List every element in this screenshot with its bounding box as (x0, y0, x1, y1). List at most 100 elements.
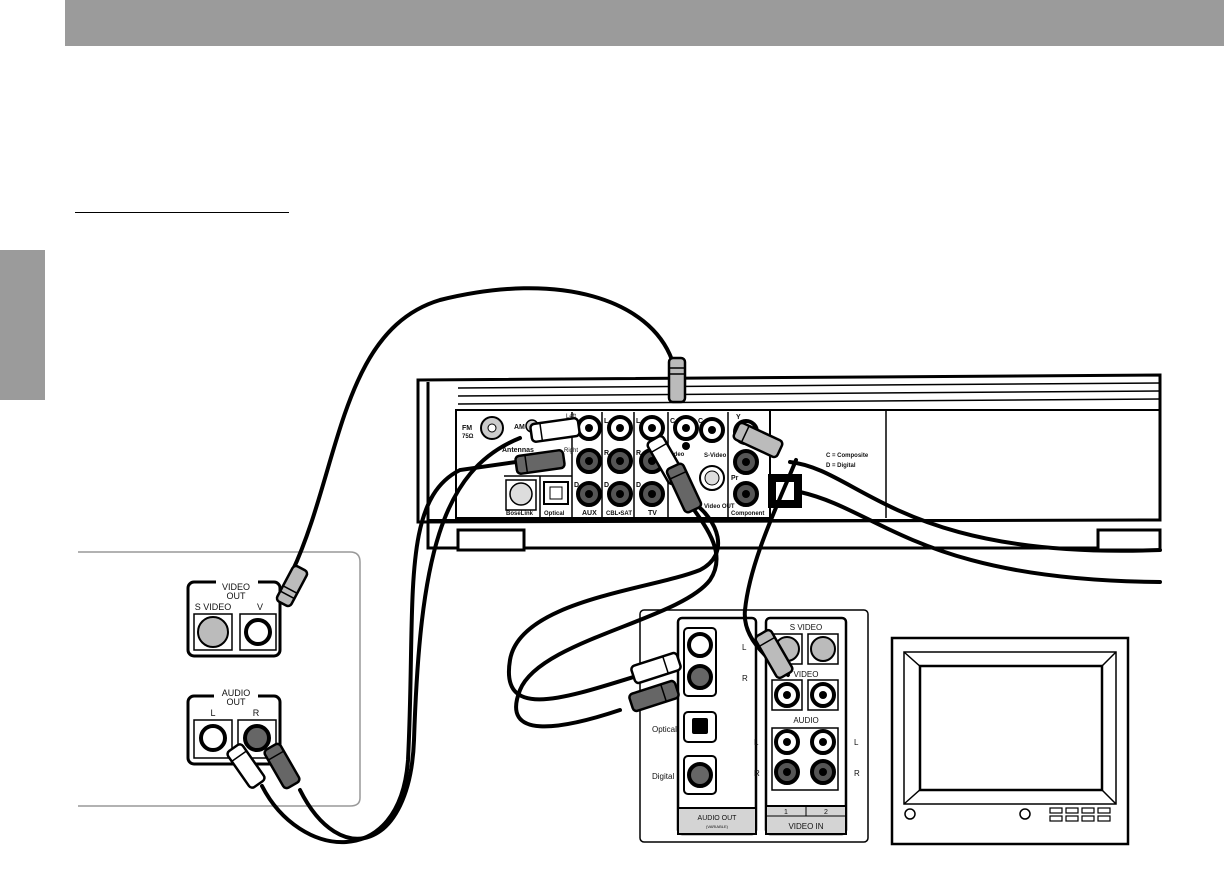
panel-audio-in-r-right: R (854, 769, 860, 778)
component-pb-jack[interactable] (733, 449, 759, 475)
legend-digital: D = Digital (826, 463, 856, 469)
panel-optical-label: Optical (652, 725, 677, 734)
panel-audio-in-1-right-jack[interactable] (774, 759, 800, 785)
panel-digital-jack[interactable] (687, 762, 713, 788)
source-device: VIDEO OUT S VIDEO V AUDIO OUT L R (78, 551, 361, 807)
aux-label: AUX (582, 510, 597, 517)
audio-out-r-label: R (253, 708, 260, 718)
cblsat-d-letter: D (604, 482, 609, 489)
tv-l-letter: L (636, 418, 641, 425)
video-out-label-2: OUT (227, 591, 247, 601)
panel-audio-in-1-left-jack[interactable] (774, 729, 800, 755)
aux-digital-jack[interactable] (576, 481, 602, 507)
video-out-label: Video OUT (704, 504, 735, 510)
fm-label: FM (462, 425, 472, 432)
svideo-c-letter: C (698, 418, 703, 425)
panel-svideo-2-jack[interactable] (810, 636, 836, 662)
panel-audio-in-r-left: R (754, 769, 760, 778)
panel-audio-in-2-left-jack[interactable] (810, 729, 836, 755)
panel-audio-out-label: AUDIO OUT (698, 815, 738, 822)
cblsat-digital-jack[interactable] (607, 481, 633, 507)
am-label: AM (514, 424, 525, 431)
audio-out-l-label: L (210, 708, 215, 718)
cables (260, 286, 1162, 844)
cblsat-right-jack[interactable] (607, 448, 633, 474)
fm-ohm-label: 75Ω (462, 434, 474, 440)
cblsat-l-letter: L (604, 418, 609, 425)
right-label: Right (564, 448, 578, 454)
aux-right-jack[interactable] (576, 448, 602, 474)
cable-plugs (226, 356, 794, 790)
cblsat-label: CBL•SAT (606, 511, 632, 517)
svideo-out-jack[interactable] (197, 616, 229, 648)
audio-out-label-1: AUDIO (222, 688, 251, 698)
video-c-letter: C (670, 418, 675, 425)
legend-composite: C = Composite (826, 453, 869, 459)
tv-power-button[interactable] (904, 808, 916, 820)
antennas-label: Antennas (502, 447, 534, 454)
tv-control-buttons[interactable] (1049, 807, 1111, 822)
aux-left-jack[interactable] (576, 415, 602, 441)
video-short-label: ideo (672, 452, 685, 458)
panel-audio-out-sublabel: (VARIABLE) (706, 824, 729, 829)
panel-video-2-jack[interactable] (810, 682, 836, 708)
video-out-jack[interactable] (244, 618, 272, 646)
console-vent-ridges (457, 382, 1161, 405)
panel-audio-in-l-right: L (854, 738, 859, 747)
component-pr-jack[interactable] (733, 481, 759, 507)
console-optical-label: Optical (544, 511, 565, 517)
panel-audio-in-label: AUDIO (793, 716, 818, 725)
tv-screen (918, 664, 1104, 792)
optical-cable (798, 490, 1162, 584)
svideo-out-label: S VIDEO (195, 602, 232, 612)
panel-svideo-label: S VIDEO (790, 623, 822, 632)
audio-out-left-jack[interactable] (199, 724, 227, 752)
boselink-port[interactable] (509, 482, 533, 506)
panel-audio-out-r-letter: R (742, 674, 748, 683)
component-pr-letter: Pr (731, 475, 739, 482)
panel-video-label: VIDEO (794, 670, 819, 679)
component-label: Component (731, 511, 764, 517)
header-bar (65, 0, 1224, 46)
left-label: Left (566, 414, 576, 420)
console-unit: FM 75Ω AM Antennas Left Right L R (416, 373, 1162, 552)
aux-d-letter: D (574, 482, 579, 489)
panel-audio-out-right-jack[interactable] (687, 664, 713, 690)
audio-right-cable (260, 458, 532, 844)
tv-label: TV (648, 510, 657, 517)
console-right-cable (788, 460, 1162, 553)
video-in-label: VIDEO IN (788, 822, 823, 831)
cblsat-left-jack[interactable] (607, 415, 633, 441)
video-out-label-1: VIDEO (222, 582, 250, 592)
boselink-label: BoseLink (506, 511, 534, 517)
audio-out-right-jack[interactable] (243, 724, 271, 752)
svideo-label: S-Video (704, 453, 727, 459)
panel-digital-label: Digital (652, 772, 674, 781)
cblsat-r-letter: R (604, 450, 609, 457)
tv-d-letter: D (636, 482, 641, 489)
video-composite-jack[interactable] (673, 415, 699, 441)
video-in-1-label: 1 (784, 809, 788, 816)
tv-digital-jack[interactable] (639, 481, 665, 507)
side-tab (0, 250, 45, 400)
v-out-label: V (257, 602, 263, 612)
video-in-2-label: 2 (824, 809, 828, 816)
panel-audio-in-2-right-jack[interactable] (810, 759, 836, 785)
panel-video-1-jack[interactable] (774, 682, 800, 708)
audio-out-label-2: OUT (227, 697, 247, 707)
panel-audio-out-l-letter: L (742, 643, 747, 652)
panel-audio-in-l-left: L (754, 738, 759, 747)
audio-left-cable (298, 436, 522, 841)
component-y-letter: Y (736, 414, 741, 421)
tv-r-letter: R (636, 450, 641, 457)
tv-set (890, 636, 1130, 846)
panel-optical-port[interactable] (692, 718, 708, 734)
video-cable (290, 286, 674, 574)
tv-sensor (1019, 808, 1031, 820)
tv-audio-left-cable (506, 498, 720, 702)
section-underline (75, 212, 289, 213)
svideo-composite-jack[interactable] (699, 417, 725, 443)
tv-audio-right-cable (514, 488, 719, 729)
panel-audio-out-left-jack[interactable] (687, 632, 713, 658)
